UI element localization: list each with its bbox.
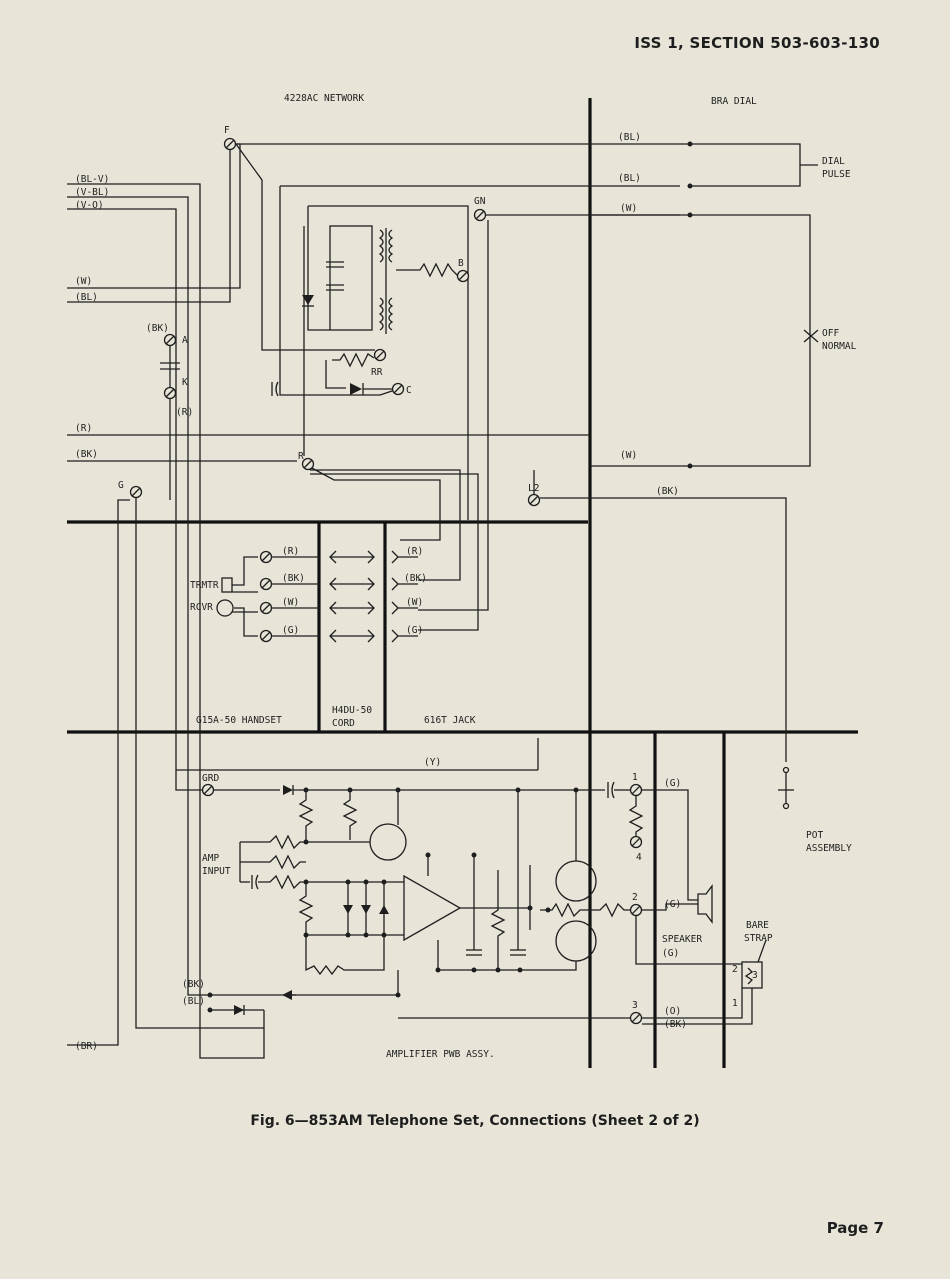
terminal-k: K xyxy=(182,377,188,388)
handset-label: G15A-50 HANDSET xyxy=(196,715,282,726)
wire-hs-w: (W) xyxy=(282,597,299,608)
off-normal-label: OFF xyxy=(822,328,839,339)
page-number: Page 7 xyxy=(826,1219,884,1237)
wire-hs-bk: (BK) xyxy=(282,573,305,584)
speaker-color-label: (G) xyxy=(662,948,679,959)
transmitter-label: TRMTR xyxy=(190,580,219,591)
wire-t3-o: (O) xyxy=(664,1006,681,1017)
wire-dial-w: (W) xyxy=(620,203,637,214)
wire-bk-left: (BK) xyxy=(75,449,98,460)
wire-y: (Y) xyxy=(424,757,441,768)
handset-circuit xyxy=(216,556,258,637)
wire-br: (BR) xyxy=(75,1041,98,1052)
wire-t1-g: (G) xyxy=(664,778,681,789)
terminal-markers xyxy=(129,137,541,507)
wire-l2-bk: (BK) xyxy=(656,486,679,497)
off-normal-label-2: NORMAL xyxy=(822,341,857,352)
wire-dial-w2: (W) xyxy=(620,450,637,461)
wire-bk-a: (BK) xyxy=(146,323,169,334)
wire-jk-bk: (BK) xyxy=(404,573,427,584)
figure-caption: Fig. 6—853AM Telephone Set, Connections … xyxy=(250,1113,700,1129)
terminal-f: F xyxy=(224,125,230,136)
wire-dial-bl1: (BL) xyxy=(618,132,641,143)
wire-bl-left: (BL) xyxy=(75,292,98,303)
wire-hs-r: (R) xyxy=(282,546,299,557)
bare-strap-label: BARE xyxy=(746,920,769,931)
pot-terminal-3: 3 xyxy=(752,970,758,981)
amplifier-circuit xyxy=(176,738,794,1025)
wire-r-k: (R) xyxy=(176,407,193,418)
dial-circuit xyxy=(590,141,819,469)
speaker-label: SPEAKER xyxy=(662,934,702,945)
cord-connectors xyxy=(259,550,418,643)
wire-r-left: (R) xyxy=(75,423,92,434)
wire-v-bl: (V-BL) xyxy=(75,187,109,198)
wire-amp-bk: (BK) xyxy=(182,979,205,990)
wire-v-o: (V-O) xyxy=(75,200,104,211)
terminal-g: G xyxy=(118,480,124,491)
pot-label: POT xyxy=(806,830,823,841)
separator-lines xyxy=(67,98,858,1068)
dial-label: BRA DIAL xyxy=(711,96,757,107)
left-wires xyxy=(67,143,590,1059)
ground-label: GRD xyxy=(202,773,219,784)
terminal-r: R xyxy=(298,451,304,462)
network-label: 4228AC NETWORK xyxy=(284,93,364,104)
dial-pulse-label-2: PULSE xyxy=(822,169,851,180)
amp-input-label: AMP xyxy=(202,853,219,864)
terminal-rr: RR xyxy=(371,367,383,378)
amp-input-label-2: INPUT xyxy=(202,866,231,877)
terminal-gn: GN xyxy=(474,196,486,207)
terminal-l2: L2 xyxy=(528,483,539,494)
wire-t3-bk: (BK) xyxy=(664,1019,687,1030)
wire-hs-g: (G) xyxy=(282,625,299,636)
pot-terminal-2: 2 xyxy=(732,964,738,975)
pot-label-2: ASSEMBLY xyxy=(806,843,852,854)
terminal-4: 4 xyxy=(636,852,642,863)
terminal-3: 3 xyxy=(632,1000,638,1011)
wire-amp-bl: (BL) xyxy=(182,996,205,1007)
wire-jk-g: (G) xyxy=(406,625,423,636)
terminal-c: C xyxy=(406,385,412,396)
terminal-b: B xyxy=(458,258,464,269)
terminal-1: 1 xyxy=(632,772,638,783)
wire-jk-r: (R) xyxy=(406,546,423,557)
dial-pulse-label: DIAL xyxy=(822,156,845,167)
amplifier-terminals xyxy=(201,783,643,1025)
wire-t2-g: (G) xyxy=(664,899,681,910)
section-header: ISS 1, SECTION 503-603-130 xyxy=(634,34,880,52)
amplifier-label: AMPLIFIER PWB ASSY. xyxy=(386,1049,495,1060)
wire-bl-v: (BL-V) xyxy=(75,174,109,185)
wire-dial-bl2: (BL) xyxy=(618,173,641,184)
pot-terminal-1: 1 xyxy=(732,998,738,1009)
jack-label: 616T JACK xyxy=(424,715,476,726)
cord-label: H4DU-50 xyxy=(332,705,372,716)
terminal-2: 2 xyxy=(632,892,638,903)
cord-label-2: CORD xyxy=(332,718,355,729)
wire-w-left: (W) xyxy=(75,276,92,287)
network-circuit xyxy=(135,143,787,1029)
terminal-a: A xyxy=(182,335,188,346)
wire-jk-w: (W) xyxy=(406,597,423,608)
bare-strap-label-2: STRAP xyxy=(744,933,773,944)
receiver-label: RCVR xyxy=(190,602,213,613)
